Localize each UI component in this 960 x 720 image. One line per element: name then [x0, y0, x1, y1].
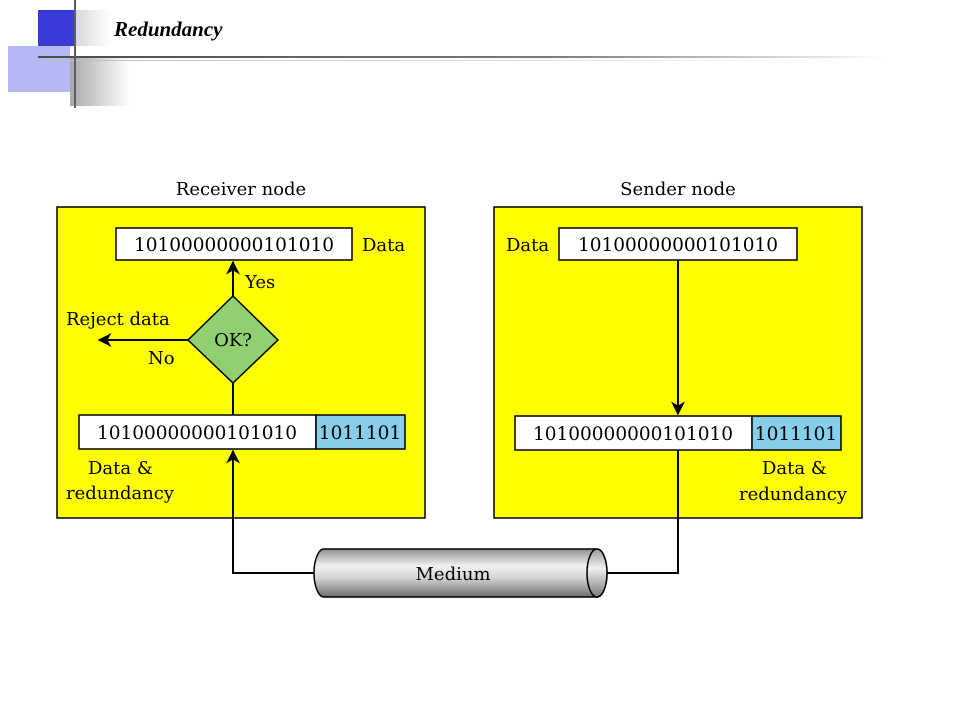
reject-data-label: Reject data [66, 309, 170, 330]
receiver-data-bits: 10100000000101010 [134, 235, 334, 256]
medium-to-receiver-arrow [226, 449, 318, 574]
header-vertical-rule [74, 0, 76, 108]
receiver-frame-label-line2: redundancy [66, 483, 175, 504]
sender-frame-data-box [514, 415, 753, 451]
sender-data-label: Data [506, 235, 549, 256]
header-decoration-gray-block [70, 56, 130, 106]
header-decoration-gray-square [74, 10, 110, 46]
receiver-frame-redundancy-box [315, 414, 406, 450]
sender-frame-label-line1: Data & [762, 458, 827, 479]
sender-to-medium-arrow [590, 450, 679, 580]
receiver-frame-redundancy-bits: 1011101 [319, 423, 401, 444]
header-decoration-light-block [8, 46, 70, 92]
sender-frame-data-bits: 10100000000101010 [533, 424, 733, 445]
header-rule [38, 56, 888, 58]
slide-title: Redundancy [114, 17, 223, 41]
receiver-data-box [115, 227, 353, 261]
medium-cylinder [313, 548, 608, 598]
no-label: No [148, 348, 175, 369]
receiver-data-label: Data [362, 235, 405, 256]
sender-data-bits: 10100000000101010 [578, 235, 778, 256]
decision-label: OK? [214, 330, 252, 351]
header-rule-shadow [46, 60, 846, 61]
receiver-frame-data-bits: 10100000000101010 [97, 423, 297, 444]
medium-label: Medium [415, 564, 490, 585]
sender-frame-label-line2: redundancy [739, 484, 848, 505]
receiver-frame-label-line1: Data & [88, 458, 153, 479]
sender-frame-redundancy-bits: 1011101 [755, 424, 837, 445]
receiver-frame-data-box [78, 414, 317, 450]
header-decoration-blue-square [38, 10, 74, 46]
sender-node-label: Sender node [620, 179, 736, 200]
sender-frame-redundancy-box [751, 415, 842, 451]
yes-label: Yes [244, 272, 275, 293]
receiver-node-label: Receiver node [176, 179, 306, 200]
